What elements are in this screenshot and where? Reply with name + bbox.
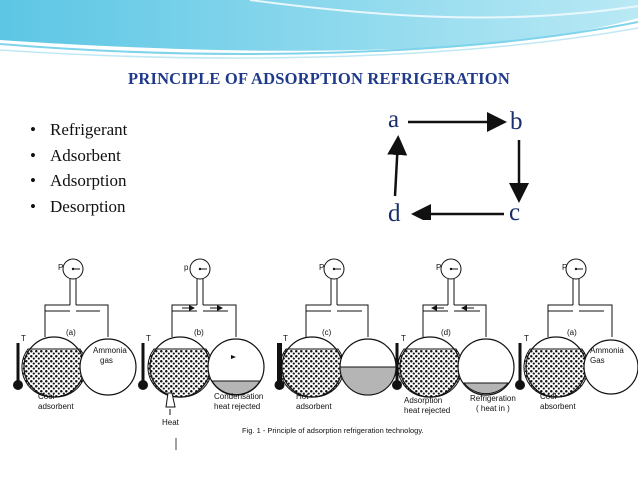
header-wave-decoration (0, 0, 638, 59)
right-label-line1: Refrigeration (470, 394, 516, 403)
bullet-item: •Adsorbent (30, 145, 121, 165)
stage-2: p (b) T Heat Condensation heat rejected (138, 258, 265, 450)
right-label-line2: heat rejected (214, 402, 260, 411)
slide-title: PRINCIPLE OF ADSORPTION REFRIGERATION (128, 69, 510, 88)
temperature-label: T (401, 334, 406, 343)
right-label-line2: Gas (590, 356, 605, 365)
left-label-line1: Hot (296, 392, 309, 401)
adsorption-process-figure: P (a) Ammonia gas T Cool adsorbent p (13, 258, 638, 450)
cycle-label-b: b (510, 108, 523, 135)
stage-tag: (c) (322, 328, 332, 337)
cycle-label-c: c (509, 199, 521, 226)
pressure-label: P (58, 263, 63, 272)
stage-5: P (a) Ammonia Gas T Cool absorbent (515, 258, 638, 411)
stage-tag: (a) (567, 328, 577, 337)
right-label-line2: gas (100, 356, 113, 365)
temperature-label: T (146, 334, 151, 343)
stage-1: P (a) Ammonia gas T Cool adsorbent (13, 258, 137, 411)
left-label-line1: Heat (162, 418, 180, 427)
right-label-line1: Condensation (214, 392, 263, 401)
temperature-label: T (524, 334, 529, 343)
pressure-label: P (319, 263, 324, 272)
temperature-label: T (21, 334, 26, 343)
stage-4: P (d) T Adsorption heat rejected Refrige… (392, 258, 516, 415)
left-label-line1: Cool (38, 392, 55, 401)
bullet-text: Adsorbent (50, 145, 121, 165)
cycle-label-d: d (388, 200, 401, 227)
bullet-item: •Adsorption (30, 171, 127, 190)
bullet-item: •Desorption (30, 196, 126, 216)
stage-tag: (d) (441, 328, 451, 337)
left-label-line1: Cool (540, 392, 557, 401)
cycle-arrows (387, 112, 529, 220)
stage-tag: (b) (194, 328, 204, 337)
left-label-line2: adsorbent (296, 402, 332, 411)
pressure-label: P (562, 263, 567, 272)
bullet-text: Desorption (50, 196, 126, 216)
right-label-line2: ( heat in ) (476, 404, 510, 413)
temperature-label: T (283, 334, 288, 343)
bullet-item: •Refrigerant (30, 120, 128, 139)
pressure-label: P (436, 263, 441, 272)
bullet-list: •Refrigerant •Adsorbent •Adsorption •Des… (26, 117, 127, 219)
pressure-label: p (184, 263, 189, 272)
right-label-line1: Ammonia (590, 346, 624, 355)
left-label-line2: heat rejected (404, 406, 450, 415)
arrow-d-to-a (387, 135, 408, 197)
stage-3: P (c) T Hot adsorbent (274, 258, 397, 411)
bullet-text: Refrigerant (50, 120, 128, 139)
left-label-line1: Adsorption (404, 396, 442, 405)
figure-caption: Fig. 1 - Principle of adsorption refrige… (242, 426, 424, 435)
left-label-line2: absorbent (540, 402, 576, 411)
cycle-label-a: a (388, 106, 400, 133)
left-label-line2: adsorbent (38, 402, 74, 411)
stage-tag: (a) (66, 328, 76, 337)
bullet-text: Adsorption (50, 171, 127, 190)
right-label-line1: Ammonia (93, 346, 127, 355)
